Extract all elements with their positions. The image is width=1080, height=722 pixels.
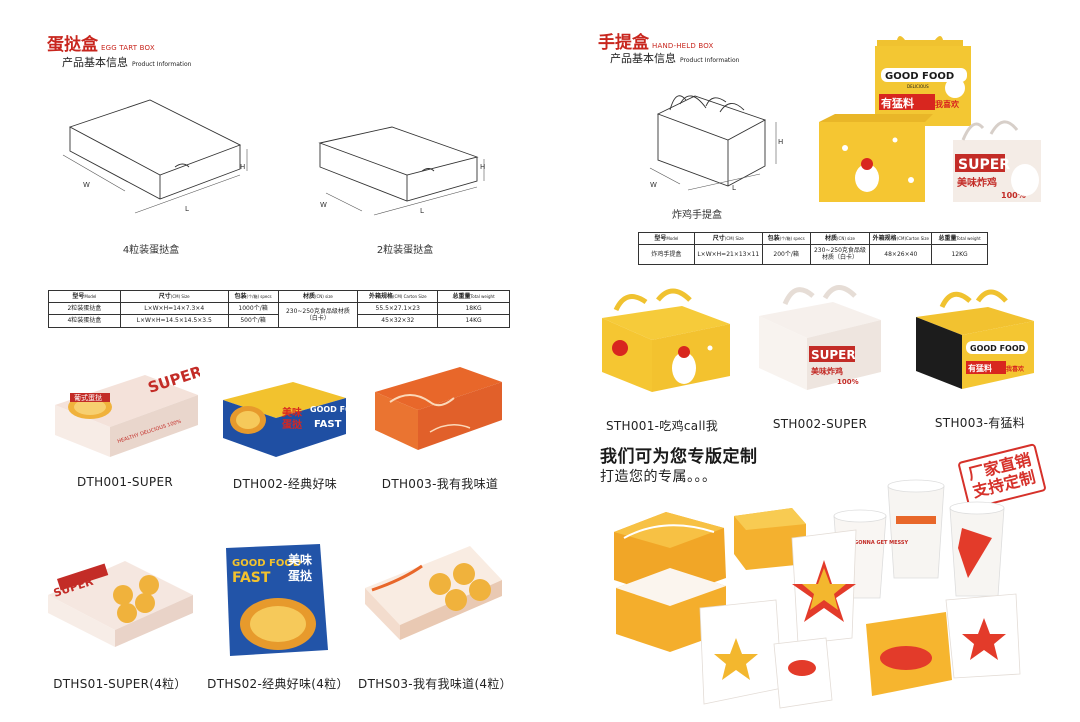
l-label: L bbox=[185, 205, 189, 213]
svg-text:有猛料: 有猛料 bbox=[881, 96, 914, 110]
svg-text:100%: 100% bbox=[1001, 191, 1026, 200]
product-photo-dth003 bbox=[375, 367, 502, 450]
w-label: W bbox=[83, 181, 90, 189]
svg-text:L: L bbox=[420, 207, 424, 215]
product-caption: STH003-有猛料 bbox=[934, 416, 1026, 430]
h-label: H bbox=[240, 163, 245, 171]
svg-text:美味: 美味 bbox=[288, 552, 312, 567]
product-photo-dth002: 美味 蛋挞 GOOD FOOD FAST bbox=[223, 382, 348, 457]
svg-text:GOOD FOOD: GOOD FOOD bbox=[885, 71, 954, 82]
product-caption: DTH003-我有我味道 bbox=[381, 477, 499, 491]
four-piece-box-diagram: W L H bbox=[62, 99, 248, 214]
egg-tart-title-en: EGG TART BOX bbox=[101, 44, 155, 52]
svg-text:美味炸鸡: 美味炸鸡 bbox=[811, 366, 843, 376]
svg-text:美味炸鸡: 美味炸鸡 bbox=[957, 176, 997, 189]
svg-text:IT'S GONNA GET MESSY: IT'S GONNA GET MESSY bbox=[842, 540, 909, 546]
svg-text:SUPER: SUPER bbox=[811, 348, 856, 362]
handheld-spec-table: 型号Model 尺寸(CM) Size 包装(个/箱) specs 材质(CN)… bbox=[638, 231, 988, 265]
product-caption: DTHS03-我有我味道(4粒） bbox=[358, 677, 512, 691]
svg-text:GOOD FOOD: GOOD FOOD bbox=[310, 405, 348, 414]
svg-text:DELICIOUS: DELICIOUS bbox=[907, 84, 929, 89]
svg-text:FAST: FAST bbox=[314, 419, 342, 430]
svg-text:100%: 100% bbox=[837, 378, 859, 386]
diagram-caption-4: 4粒装蛋挞盒 bbox=[122, 245, 180, 256]
egg-tart-spec-table: 型号Model 尺寸(CM) Size 包装(个/箱) specs 材质(CN)… bbox=[48, 289, 510, 328]
table-row: 4粒装蛋挞盒 L×W×H=14.5×14.5×3.5 500个/箱 45×32×… bbox=[48, 314, 510, 328]
custom-headline: 我们可为您专版定制 bbox=[600, 447, 758, 467]
svg-text:H: H bbox=[778, 138, 783, 146]
product-caption: DTH002-经典好味 bbox=[232, 477, 338, 491]
svg-text:葡式蛋挞: 葡式蛋挞 bbox=[74, 393, 102, 402]
product-photo-sth002: SUPER 美味炸鸡 100% bbox=[759, 285, 881, 390]
product-caption: STH002-SUPER bbox=[772, 417, 868, 431]
product-photo-sth001 bbox=[602, 288, 730, 392]
svg-text:H: H bbox=[480, 163, 485, 171]
product-caption: DTHS02-经典好味(4粒） bbox=[207, 677, 349, 691]
svg-text:有猛料: 有猛料 bbox=[968, 363, 992, 373]
product-photo-dths01: SUPER bbox=[48, 561, 193, 647]
svg-text:GOOD FOOD: GOOD FOOD bbox=[232, 558, 301, 569]
product-caption: STH001-吃鸡call我 bbox=[605, 419, 719, 433]
svg-text:我喜欢: 我喜欢 bbox=[935, 99, 960, 109]
svg-text:W: W bbox=[650, 181, 657, 189]
two-piece-box-diagram: W L H bbox=[318, 126, 485, 216]
svg-text:W: W bbox=[320, 201, 327, 209]
handheld-stack-photo: GOOD FOOD DELICIOUS 有猛料 我喜欢 SUPER 美味炸鸡 1… bbox=[819, 36, 1041, 202]
product-caption: DTH001-SUPER bbox=[77, 475, 173, 489]
svg-text:L: L bbox=[732, 184, 736, 192]
product-caption: DTHS01-SUPER(4粒） bbox=[53, 677, 187, 691]
egg-tart-title-cn: 蛋挞盒 bbox=[47, 35, 98, 55]
handheld-title-cn: 手提盒 bbox=[598, 33, 649, 53]
handheld-title-en: HAND-HELD BOX bbox=[652, 42, 714, 50]
table-row: 炸鸡手提盒 L×W×H=21×13×11 200个/箱 230~250克食品级材… bbox=[638, 244, 988, 265]
custom-packaging-photo: IT'S GONNA GET MESSY bbox=[614, 479, 1021, 709]
product-photo-dths03 bbox=[365, 546, 502, 640]
svg-text:SUPER: SUPER bbox=[958, 157, 1010, 173]
handheld-box-diagram: W L H bbox=[649, 95, 783, 192]
svg-text:蛋挞: 蛋挞 bbox=[288, 568, 313, 583]
product-photo-dth001: SUPER 葡式蛋挞 HEALTHY DELICIOUS 100% bbox=[55, 365, 200, 457]
svg-text:我喜欢: 我喜欢 bbox=[1006, 365, 1025, 373]
svg-text:美味: 美味 bbox=[282, 406, 302, 419]
handheld-diagram-caption: 炸鸡手提盒 bbox=[672, 210, 722, 221]
product-photo-sth003: GOOD FOOD 有猛料 我喜欢 bbox=[916, 289, 1034, 389]
table-row: 2粒装蛋挞盒 L×W×H=14×7.3×4 1000个/箱 230~250克食品… bbox=[48, 302, 510, 328]
svg-text:GOOD FOOD: GOOD FOOD bbox=[970, 344, 1026, 353]
product-photo-dths02: GOOD FOOD FAST 美味 蛋挞 bbox=[226, 544, 328, 656]
custom-subline: 打造您的专属。。。 bbox=[600, 469, 717, 485]
diagram-caption-2: 2粒装蛋挞盒 bbox=[376, 245, 434, 256]
svg-text:FAST: FAST bbox=[232, 570, 271, 586]
svg-text:蛋挞: 蛋挞 bbox=[282, 418, 303, 431]
